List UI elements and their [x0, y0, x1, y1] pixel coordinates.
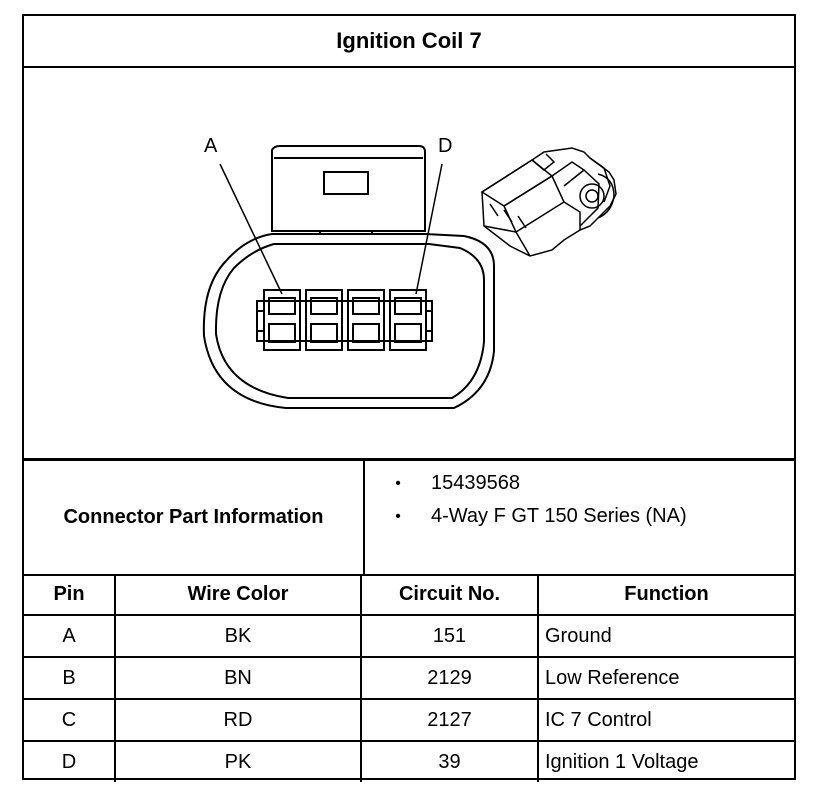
- connector-series-item: • 4-Way F GT 150 Series (NA): [365, 500, 794, 533]
- table-row: D PK 39 Ignition 1 Voltage: [24, 740, 794, 782]
- table-row: B BN 2129 Low Reference: [24, 656, 794, 700]
- terminal-cavity-b: [305, 289, 343, 351]
- connector-sheet: Ignition Coil 7: [22, 14, 796, 782]
- connector-part-info-label: Connector Part Information: [24, 461, 365, 574]
- wire-color-cell: BN: [114, 656, 362, 700]
- header-pin: Pin: [24, 574, 116, 616]
- bullet-icon: •: [395, 507, 401, 525]
- circuit-cell: 151: [360, 614, 539, 658]
- part-number: 15439568: [431, 472, 520, 494]
- pin-cell: D: [24, 740, 116, 782]
- pinout-header-row: Pin Wire Color Circuit No. Function: [24, 574, 794, 616]
- connector-figure: A D: [24, 66, 794, 461]
- circuit-cell: 2129: [360, 656, 539, 700]
- callout-d-leader: [415, 163, 443, 295]
- connector-part-information: Connector Part Information • 15439568 • …: [24, 461, 794, 576]
- header-function: Function: [537, 574, 794, 616]
- page-title: Ignition Coil 7: [24, 16, 794, 68]
- callout-a-label: A: [204, 135, 218, 157]
- function-cell: Low Reference: [537, 656, 794, 700]
- wire-color-cell: PK: [114, 740, 362, 782]
- connector-inner-rim: [214, 243, 485, 399]
- pin-cell: B: [24, 656, 116, 700]
- latch-window: [323, 171, 369, 195]
- part-number-item: • 15439568: [365, 467, 794, 500]
- connector-isometric-view: [480, 147, 617, 257]
- function-cell: IC 7 Control: [537, 698, 794, 742]
- terminal-cavity-d: [389, 289, 427, 351]
- circuit-cell: 2127: [360, 698, 539, 742]
- function-cell: Ignition 1 Voltage: [537, 740, 794, 782]
- callout-a-leader: [219, 163, 283, 295]
- terminal-cavity-a: [263, 289, 301, 351]
- pinout-table: Pin Wire Color Circuit No. Function A BK…: [24, 574, 794, 782]
- terminal-cavity-c: [347, 289, 385, 351]
- bullet-icon: •: [395, 474, 401, 492]
- connector-series: 4-Way F GT 150 Series (NA): [431, 505, 687, 527]
- table-row: A BK 151 Ground: [24, 614, 794, 658]
- wire-color-cell: RD: [114, 698, 362, 742]
- pin-cell: A: [24, 614, 116, 658]
- wire-color-cell: BK: [114, 614, 362, 658]
- header-wire-color: Wire Color: [114, 574, 362, 616]
- connector-part-info-list: • 15439568 • 4-Way F GT 150 Series (NA): [365, 467, 794, 533]
- function-cell: Ground: [537, 614, 794, 658]
- table-row: C RD 2127 IC 7 Control: [24, 698, 794, 742]
- circuit-cell: 39: [360, 740, 539, 782]
- callout-d-label: D: [438, 135, 452, 157]
- header-circuit-no: Circuit No.: [360, 574, 539, 616]
- pin-cell: C: [24, 698, 116, 742]
- terminal-block: [256, 300, 433, 342]
- connector-drawing: A D: [202, 135, 617, 409]
